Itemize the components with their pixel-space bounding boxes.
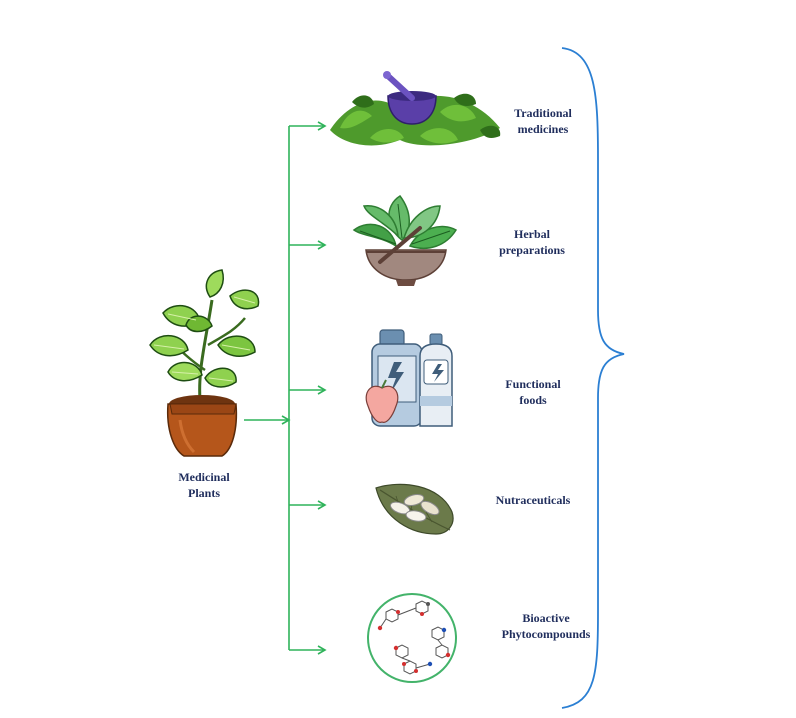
molecular-structures-icon bbox=[367, 593, 457, 683]
mortar-pestle-herbs-icon bbox=[330, 71, 501, 146]
capsules-on-leaf-icon bbox=[375, 483, 454, 535]
supplement-jar-bottle-icon bbox=[365, 329, 453, 427]
connector-arrows bbox=[244, 121, 327, 655]
right-curly-brace bbox=[561, 47, 625, 709]
herbal-bowl-icon bbox=[352, 194, 458, 286]
branch-label-nutraceuticals: Nutraceuticals bbox=[496, 493, 571, 507]
potted-plant-icon bbox=[149, 269, 260, 457]
